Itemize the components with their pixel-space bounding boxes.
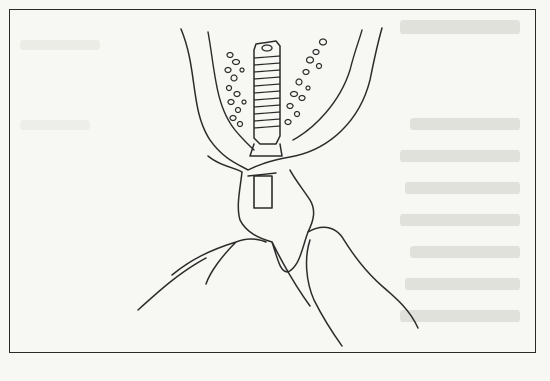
implant-threads	[254, 56, 280, 128]
finger-lower-left	[138, 239, 266, 310]
bone-granules-left	[225, 53, 246, 127]
bone-granules-right	[285, 39, 327, 125]
implant-illustration	[10, 10, 536, 353]
figure-border	[9, 9, 536, 353]
implant-top-hex	[262, 45, 272, 51]
abutment-collar	[250, 144, 282, 156]
abutment-post	[254, 176, 272, 208]
finger-lower-right	[272, 227, 418, 346]
